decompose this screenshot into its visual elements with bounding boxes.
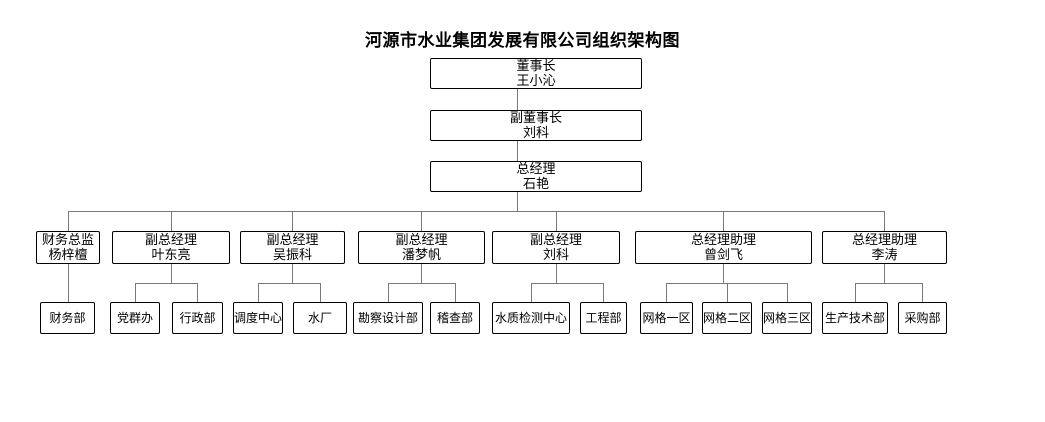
person-name: 刘科 — [542, 247, 569, 263]
role-label: 副总经理 — [529, 232, 582, 248]
connector-line — [666, 283, 667, 302]
node-dept-finance: 财务部 — [40, 302, 95, 334]
node-dept-production-tech: 生产技术部 — [822, 302, 888, 334]
connector-line — [922, 283, 923, 302]
connector-line — [455, 283, 456, 302]
person-name: 王小沁 — [516, 73, 556, 89]
dept-label: 水质检测中心 — [494, 310, 567, 325]
role-label: 副总经理 — [144, 232, 197, 248]
node-executive-5: 总经理助理 曾剑飞 — [635, 231, 812, 264]
connector-line — [531, 283, 603, 284]
dept-label: 财务部 — [49, 310, 86, 325]
connector-line — [135, 283, 198, 284]
node-dept-inspection: 稽查部 — [430, 302, 480, 334]
person-name: 潘梦帆 — [401, 247, 441, 263]
connector-line — [68, 211, 885, 212]
dept-label: 网格二区 — [703, 310, 752, 325]
connector-line — [884, 211, 885, 231]
role-label: 副总经理 — [395, 232, 448, 248]
chart-title: 河源市水业集团发展有限公司组织架构图 — [365, 31, 680, 51]
person-name: 刘科 — [522, 125, 549, 141]
connector-line — [787, 283, 788, 302]
dept-label: 勘察设计部 — [357, 310, 418, 325]
connector-line — [421, 264, 422, 283]
connector-line — [320, 283, 321, 302]
dept-label: 生产技术部 — [824, 310, 885, 325]
connector-line — [258, 283, 259, 302]
node-dept-engineering: 工程部 — [580, 302, 627, 334]
node-chairman: 董事长 王小沁 — [430, 58, 642, 89]
dept-label: 行政部 — [179, 310, 216, 325]
connector-line — [68, 211, 69, 231]
dept-label: 采购部 — [904, 310, 941, 325]
connector-line — [171, 264, 172, 283]
node-dept-water-plant: 水厂 — [293, 302, 347, 334]
role-label: 财务总监 — [41, 232, 94, 248]
role-label: 副总经理 — [266, 232, 319, 248]
dept-label: 网格一区 — [642, 310, 691, 325]
node-executive-6: 总经理助理 李涛 — [822, 231, 947, 264]
node-executive-cfo: 财务总监 杨梓檀 — [36, 231, 100, 264]
person-name: 杨梓檀 — [48, 247, 88, 263]
node-dept-water-quality: 水质检测中心 — [492, 302, 570, 334]
connector-line — [197, 283, 198, 302]
node-vice-chairman: 副董事长 刘科 — [430, 110, 642, 141]
connector-line — [517, 141, 518, 161]
connector-line — [556, 264, 557, 283]
connector-line — [603, 283, 604, 302]
role-label: 总经理助理 — [851, 232, 917, 248]
dept-label: 调度中心 — [234, 310, 283, 325]
role-label: 副董事长 — [509, 110, 562, 126]
connector-line — [171, 211, 172, 231]
connector-line — [727, 283, 728, 302]
connector-line — [517, 192, 518, 211]
connector-line — [135, 283, 136, 302]
node-executive-4: 副总经理 刘科 — [492, 231, 620, 264]
node-executive-3: 副总经理 潘梦帆 — [358, 231, 485, 264]
person-name: 叶东亮 — [151, 247, 191, 263]
connector-line — [884, 264, 885, 283]
connector-line — [517, 89, 518, 110]
dept-label: 水厂 — [307, 310, 332, 325]
connector-line — [388, 283, 389, 302]
connector-line — [292, 211, 293, 231]
dept-label: 工程部 — [585, 310, 622, 325]
connector-line — [723, 264, 724, 283]
node-executive-2: 副总经理 吴振科 — [240, 231, 345, 264]
dept-label: 党群办 — [116, 310, 153, 325]
node-executive-1: 副总经理 叶东亮 — [112, 231, 230, 264]
node-dept-survey-design: 勘察设计部 — [353, 302, 423, 334]
connector-line — [723, 211, 724, 231]
role-label: 总经理 — [516, 161, 556, 177]
connector-line — [531, 283, 532, 302]
connector-line — [666, 283, 787, 284]
connector-line — [258, 283, 320, 284]
node-dept-party-group: 党群办 — [110, 302, 160, 334]
person-name: 吴振科 — [272, 247, 312, 263]
node-dept-dispatch-center: 调度中心 — [233, 302, 283, 334]
node-dept-grid-zone-2: 网格二区 — [702, 302, 752, 334]
connector-line — [388, 283, 455, 284]
dept-label: 网格三区 — [763, 310, 812, 325]
person-name: 曾剑飞 — [703, 247, 743, 263]
connector-line — [292, 264, 293, 283]
role-label: 董事长 — [516, 58, 556, 74]
connector-line — [68, 264, 69, 302]
node-dept-administration: 行政部 — [172, 302, 223, 334]
node-dept-procurement: 采购部 — [898, 302, 947, 334]
person-name: 李涛 — [871, 247, 898, 263]
dept-label: 稽查部 — [436, 310, 473, 325]
person-name: 石艳 — [522, 176, 549, 192]
role-label: 总经理助理 — [690, 232, 756, 248]
connector-line — [421, 211, 422, 231]
node-dept-grid-zone-1: 网格一区 — [640, 302, 693, 334]
connector-line — [855, 283, 856, 302]
connector-line — [855, 283, 922, 284]
connector-line — [556, 211, 557, 231]
node-dept-grid-zone-3: 网格三区 — [762, 302, 812, 334]
node-general-manager: 总经理 石艳 — [430, 161, 642, 192]
